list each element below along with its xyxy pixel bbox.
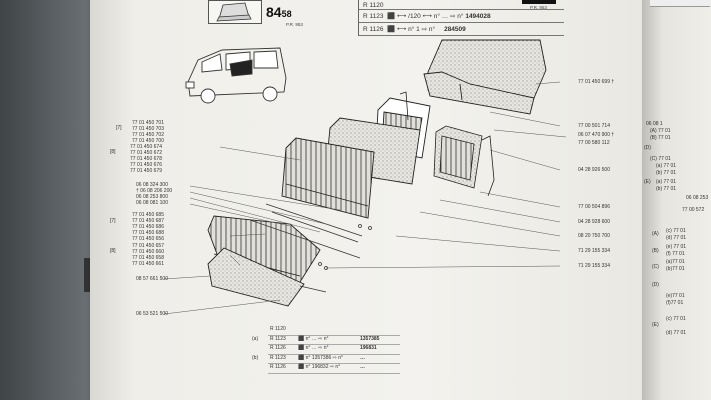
leader-lines [163,81,567,315]
ref-group5: 77 01 450 657 77 01 450 660 77 01 450 65… [132,243,164,267]
header-row: R 1120 [363,2,384,9]
rear-bench-seat [423,39,547,115]
table-row: R 1120 [268,326,400,336]
desk-background [0,0,90,400]
table-row: (b)R 1123⬛ n° 1357386 ⇨ n°… [252,355,400,364]
right-page-line: (B) 77 01 [650,135,671,141]
ref-right: 06 07 470 900 † [578,132,615,138]
right-page-line: (d) 77 01 [666,330,687,336]
ref-single: 08 57 661 500 [136,276,168,282]
table-row: R 1126⬛ n° … ⇨ n°196831 [268,345,400,355]
ref-group1: 77 01 450 701 77 01 450 703 77 01 450 70… [132,120,164,144]
right-page-line: (e)77 01 [666,293,685,299]
right-page-header-bar [650,0,710,7]
table-row: (a)R 1123⬛ n° … ⇨ n°1357385 [252,336,400,345]
right-page-line: (d) 77 01 [666,235,687,241]
right-page-line: (b) 77 01 [656,186,677,192]
ref-group2: 77 01 450 674 77 01 450 672 77 01 450 67… [130,144,162,174]
header-row: R 1123 ⬛ ⟷ /120 ⟷ n° … ⇨ n° 1494028 [363,13,491,20]
right-page-line: (D) [652,282,659,288]
seat-rails [249,203,372,293]
right-page-line: (B) [652,248,659,254]
bracket-label: [8] [110,149,116,155]
right-page-line: (b) 77 01 [656,170,677,176]
right-page-line: (A) [652,231,659,237]
right-page-line: (D) [644,145,651,151]
header-bar [522,0,556,4]
seat-exploded-diagram [163,39,567,315]
right-page-line: (e) 77 01 [666,244,687,250]
right-page-line: (E) [644,179,651,185]
bottom-model-table: R 1120 (a)R 1123⬛ n° … ⇨ n°1357385 R 112… [252,326,400,374]
right-page-line: (A) 77 01 [650,128,671,134]
right-page-line: 06 08 1 [646,121,663,127]
right-page-line: (f)77 01 [666,300,684,306]
right-page-line: (C) 77 01 [650,156,671,162]
right-page-line: 77 00 572 [682,207,705,213]
catalog-page: 8458 P.R. 953 R 1120 R 1123 ⬛ ⟷ /120 ⟷ n… [90,0,642,400]
page-number: 8458 [266,4,292,20]
seat-cushion-foam [207,247,305,307]
bracket-label: [8] [110,248,116,254]
page-number-suffix: 58 [281,9,292,19]
table-row: R 1126⬛ n° 196832 ⇨ n°… [268,364,400,374]
side-trim-panels [399,91,495,197]
right-page-line: (a) 77 01 [656,163,677,169]
right-page-line: (c) 77 01 [666,228,686,234]
header-table: R 1120 R 1123 ⬛ ⟷ /120 ⟷ n° … ⇨ n° 14940… [358,0,564,36]
right-page-line: (E) [652,322,659,328]
page-edge-tab [84,258,94,292]
ref-right: 77 00 580 112 [578,140,610,146]
ref-group4: 77 01 450 685 77 01 450 687 77 01 450 68… [132,212,164,242]
seat-back-cover [281,137,375,219]
seat-thumbnail [208,0,262,24]
pr-code-right: P.R. 953 [530,5,547,10]
right-page: 06 08 1 (A) 77 01 (B) 77 01 (D) (C) 77 0… [642,0,711,400]
bracket-label: [7] [116,125,122,131]
ref-right: 04 28 926 500 [578,167,610,173]
right-page-line: (c) 77 01 [666,316,686,322]
right-page-line: (b)77 01 [666,266,685,272]
ref-right: 77 00 504 896 [578,204,610,210]
right-page-line: (a) 77 01 [656,179,677,185]
page-number-main: 84 [266,4,282,20]
ref-right: 77 01 450 699 † [578,79,615,85]
header-row: R 1126 ⬛ ⟷ n° 1 ⇨ n° 284509 [363,26,466,33]
ref-right: 04 28 928 600 [578,219,610,225]
right-page-line: (a)77 01 [666,259,685,265]
ref-right: 77 00 501 714 [578,123,610,129]
ref-right: 08 20 750 700 [578,233,610,239]
ref-single: 06 53 521 500 [136,311,168,317]
ref-right: 71 29 155 334 [578,263,610,269]
ref-group3: 06 08 324 300 † 06 08 206 200 06 08 253 … [136,182,173,206]
right-page-line: (f) 77 01 [666,251,685,257]
bracket-label: [7] [110,218,116,224]
ref-right: 71 29 155 334 [578,248,610,254]
pr-code: P.R. 953 [286,22,303,27]
right-page-line: (C) [652,264,659,270]
car-illustration [185,47,287,104]
right-page-line: 06 08 253 [686,195,709,201]
